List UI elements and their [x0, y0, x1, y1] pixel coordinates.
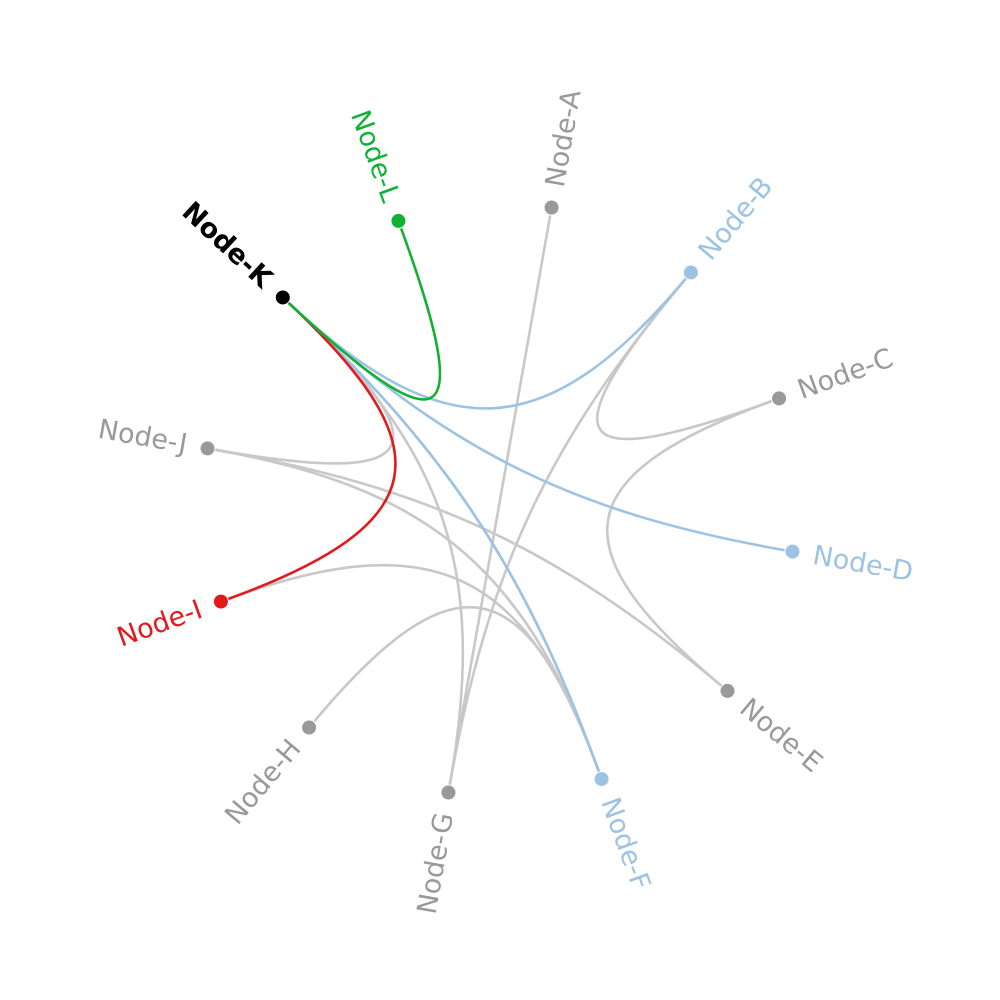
- edge-i-k: [227, 301, 397, 601]
- node-label-i: Node-I: [113, 594, 206, 653]
- node-dot-e: [720, 683, 735, 698]
- node-h[interactable]: Node-H: [219, 720, 317, 831]
- node-label-g: Node-G: [412, 810, 460, 916]
- edges-layer: [215, 215, 785, 785]
- node-label-k: Node-K: [176, 196, 279, 295]
- edge-k-g: [287, 301, 465, 785]
- node-c[interactable]: Node-C: [772, 343, 897, 406]
- node-dot-a: [544, 200, 559, 215]
- node-dot-c: [772, 391, 787, 406]
- edge-j-k: [215, 301, 395, 465]
- node-dot-f: [594, 772, 609, 787]
- node-label-a: Node-A: [540, 87, 588, 190]
- node-dot-b: [683, 265, 698, 280]
- node-d[interactable]: Node-D: [785, 540, 915, 588]
- node-b[interactable]: Node-B: [683, 172, 780, 280]
- nodes-layer: Node-A Node-B Node-C Node-D Node-E Node-F Node…: [96, 87, 916, 916]
- node-j[interactable]: Node-J: [96, 414, 215, 460]
- node-e[interactable]: Node-E: [720, 683, 829, 779]
- node-a[interactable]: Node-A: [540, 87, 588, 215]
- node-dot-j: [200, 441, 215, 456]
- node-i[interactable]: Node-I: [113, 594, 228, 653]
- node-label-e: Node-E: [734, 693, 828, 779]
- node-g[interactable]: Node-G: [412, 785, 460, 916]
- node-label-l: Node-L: [344, 106, 406, 206]
- edge-c-b: [595, 277, 773, 441]
- node-label-c: Node-C: [794, 343, 898, 406]
- edge-a-g: [448, 215, 552, 785]
- edge-c-e: [606, 399, 773, 687]
- node-dot-l: [391, 213, 406, 228]
- edge-k-f: [287, 301, 601, 773]
- node-label-h: Node-H: [219, 734, 307, 831]
- node-label-f: Node-F: [594, 794, 656, 895]
- node-dot-g: [441, 785, 456, 800]
- edge-j-e: [215, 448, 723, 687]
- node-dot-k: [275, 290, 290, 305]
- node-dot-i: [213, 594, 228, 609]
- edge-k-b: [287, 277, 687, 410]
- node-label-d: Node-D: [810, 540, 915, 588]
- node-k[interactable]: Node-K: [176, 196, 290, 305]
- node-dot-d: [785, 544, 800, 559]
- edge-k-l: [287, 227, 442, 401]
- node-label-j: Node-J: [96, 414, 190, 460]
- edge-h-f: [313, 606, 601, 773]
- node-dot-h: [302, 720, 317, 735]
- node-f[interactable]: Node-F: [594, 772, 656, 894]
- node-label-b: Node-B: [693, 172, 780, 267]
- node-l[interactable]: Node-L: [344, 106, 406, 228]
